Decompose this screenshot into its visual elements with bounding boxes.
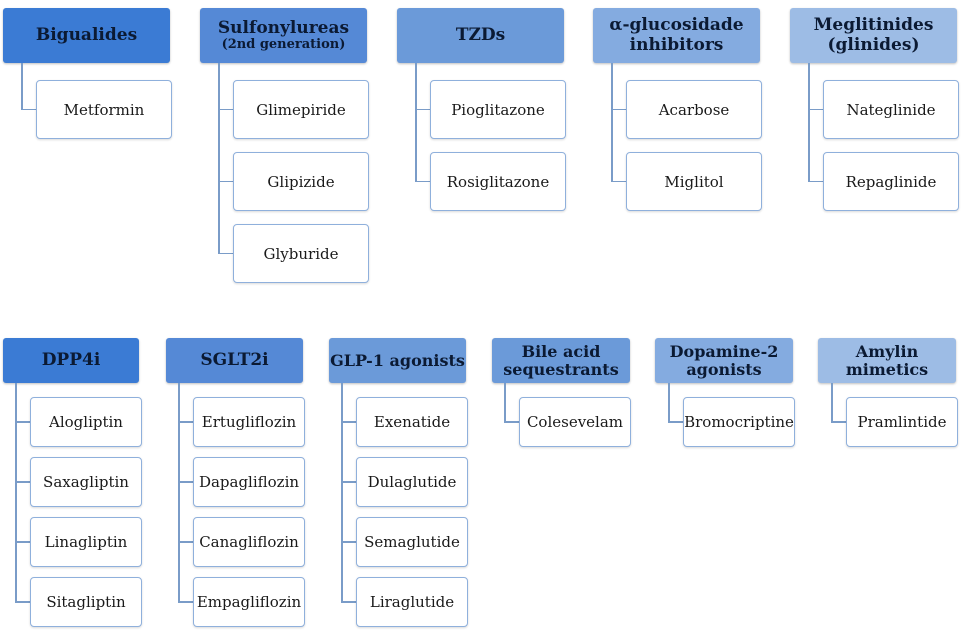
connector-branch — [415, 108, 430, 110]
header-dopamine2: Dopamine-2 agonists — [655, 338, 793, 383]
connector-line — [668, 383, 670, 421]
header-alpha-glucosidase: α-glucosidade inhibitors — [593, 8, 760, 63]
connector-branch — [504, 421, 519, 423]
drug-item: Rosiglitazone — [430, 152, 566, 211]
connector-branch — [341, 421, 356, 423]
drug-item: Exenatide — [356, 397, 468, 447]
connector-line — [21, 63, 23, 109]
connector-line — [611, 63, 613, 181]
header-biguanides: Bigualides — [3, 8, 170, 63]
drug-item: Linagliptin — [30, 517, 142, 567]
header-bile-acid: Bile acid sequestrants — [492, 338, 630, 383]
connector-line — [341, 383, 343, 601]
drug-item: Semaglutide — [356, 517, 468, 567]
connector-branch — [611, 108, 626, 110]
connector-branch — [218, 252, 233, 254]
connector-branch — [15, 421, 30, 423]
connector-line — [504, 383, 506, 421]
drug-item: Dulaglutide — [356, 457, 468, 507]
connector-branch — [341, 481, 356, 483]
header-title: Bile acid sequestrants — [503, 341, 619, 379]
drug-item: Empagliflozin — [193, 577, 305, 627]
drug-item: Pioglitazone — [430, 80, 566, 139]
connector-line — [808, 63, 810, 181]
connector-line — [831, 383, 833, 421]
connector-branch — [15, 601, 30, 603]
connector-branch — [15, 541, 30, 543]
drug-item: Ertugliflozin — [193, 397, 305, 447]
connector-branch — [178, 541, 193, 543]
connector-branch — [831, 421, 846, 423]
drug-item: Nateglinide — [823, 80, 959, 139]
drug-item: Pramlintide — [846, 397, 958, 447]
drug-item: Glipizide — [233, 152, 369, 211]
connector-branch — [341, 541, 356, 543]
header-title: Meglitinides (glinides) — [813, 15, 934, 55]
connector-branch — [178, 481, 193, 483]
connector-branch — [808, 108, 823, 110]
header-title: DPP4i — [41, 349, 101, 370]
drug-item: Canagliflozin — [193, 517, 305, 567]
header-title: TZDs — [455, 24, 506, 45]
drug-item: Glimepiride — [233, 80, 369, 139]
header-subtitle: (2nd generation) — [221, 36, 346, 52]
connector-branch — [415, 180, 430, 182]
connector-line — [178, 383, 180, 601]
drug-item: Bromocriptine — [683, 397, 795, 447]
drug-item: Saxagliptin — [30, 457, 142, 507]
connector-branch — [15, 481, 30, 483]
connector-branch — [218, 180, 233, 182]
drug-item: Metformin — [36, 80, 172, 139]
drug-item: Dapagliflozin — [193, 457, 305, 507]
header-title: α-glucosidade inhibitors — [609, 15, 744, 55]
header-meglitinides: Meglitinides (glinides) — [790, 8, 957, 63]
header-sglt2i: SGLT2i — [166, 338, 303, 383]
header-title: GLP-1 agonists — [330, 350, 465, 370]
header-amylin: Amylin mimetics — [818, 338, 956, 383]
connector-branch — [808, 180, 823, 182]
drug-item: Alogliptin — [30, 397, 142, 447]
connector-line — [15, 383, 17, 601]
connector-branch — [21, 108, 36, 110]
header-title: Dopamine-2 agonists — [669, 341, 779, 379]
connector-branch — [178, 601, 193, 603]
connector-branch — [341, 601, 356, 603]
drug-item: Acarbose — [626, 80, 762, 139]
header-dpp4i: DPP4i — [3, 338, 139, 383]
header-title: SGLT2i — [200, 349, 269, 370]
drug-item: Sitagliptin — [30, 577, 142, 627]
connector-branch — [178, 421, 193, 423]
drug-item: Repaglinide — [823, 152, 959, 211]
header-sulfonylureas: Sulfonylureas(2nd generation) — [200, 8, 367, 63]
drug-item: Colesevelam — [519, 397, 631, 447]
header-title: Amylin mimetics — [845, 341, 929, 379]
connector-line — [415, 63, 417, 181]
connector-branch — [611, 180, 626, 182]
connector-branch — [668, 421, 683, 423]
header-tzds: TZDs — [397, 8, 564, 63]
connector-branch — [218, 108, 233, 110]
header-title: Bigualides — [35, 24, 138, 45]
connector-line — [218, 63, 220, 253]
header-title: Sulfonylureas — [217, 17, 350, 38]
drug-item: Glyburide — [233, 224, 369, 283]
drug-item: Liraglutide — [356, 577, 468, 627]
header-glp1: GLP-1 agonists — [329, 338, 466, 383]
drug-item: Miglitol — [626, 152, 762, 211]
